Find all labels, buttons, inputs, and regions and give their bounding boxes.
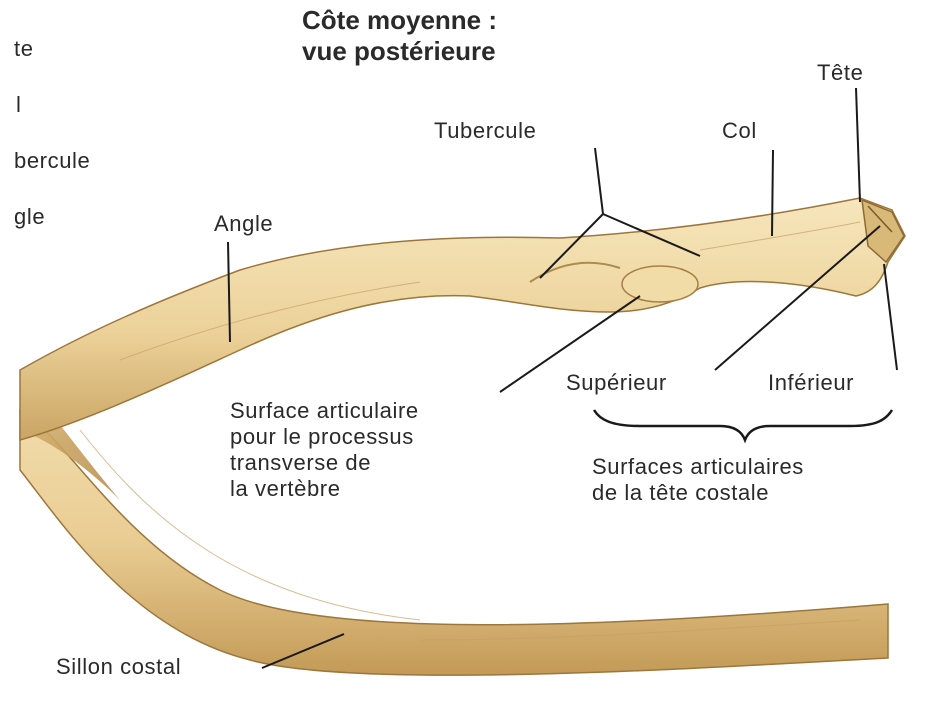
cropped-label-2: l [16,92,22,118]
leader-tete [856,88,860,202]
surface-articulaire-line-3: transverse de [230,450,419,476]
label-tubercule: Tubercule [434,118,536,144]
label-surfaces-tete: Surfaces articulaires de la tête costale [592,454,804,506]
leader-inferieur [884,264,897,370]
surface-articulaire-line-4: la vertèbre [230,476,419,502]
surfaces-tete-line-1: Surfaces articulaires [592,454,804,480]
title-line-2: vue postérieure [302,36,497,67]
label-surface-articulaire: Surface articulaire pour le processus tr… [230,398,419,502]
leader-tubercule-a [595,148,603,214]
label-inferieur: Inférieur [768,370,854,396]
figure-title: Côte moyenne : vue postérieure [302,5,497,67]
tubercle-facet [622,266,698,302]
cropped-label-3: bercule [14,148,90,174]
surfaces-tete-line-2: de la tête costale [592,480,804,506]
cropped-label-4: gle [14,204,45,230]
title-line-1: Côte moyenne : [302,5,497,36]
label-angle: Angle [214,211,273,237]
label-sillon-costal: Sillon costal [56,654,181,680]
rib-lower-shaft [20,410,888,675]
label-col: Col [722,118,757,144]
label-tete: Tête [817,60,863,86]
cropped-label-1: te [14,36,34,62]
brace [594,410,892,440]
label-superieur: Supérieur [566,370,667,396]
leader-col [772,150,773,236]
surface-articulaire-line-1: Surface articulaire [230,398,419,424]
surface-articulaire-line-2: pour le processus [230,424,419,450]
